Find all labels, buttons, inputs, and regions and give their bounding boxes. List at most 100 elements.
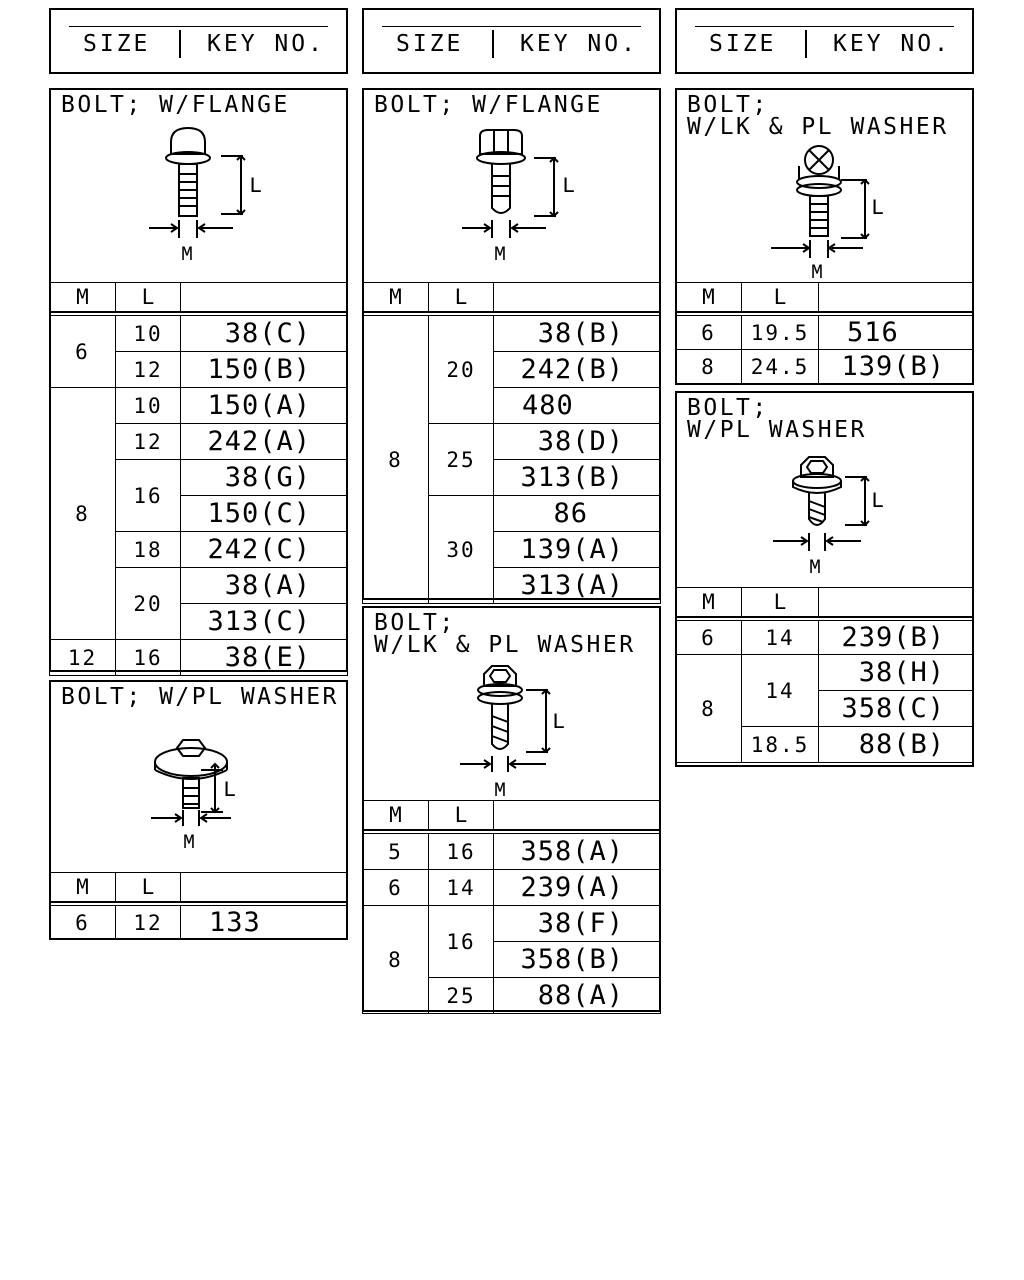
key-no-cell: 38(A) (180, 567, 348, 604)
key-no-cell: 38(G) (180, 459, 348, 496)
bolt-pl-washer-diagram: L M (151, 739, 236, 855)
table-row: 358(C) (676, 690, 974, 727)
m-cell: 6 (362, 869, 429, 906)
m-dim-label: M (183, 832, 195, 855)
key-no-cell: 313(A) (493, 567, 661, 604)
key-no-cell: 38(F) (493, 905, 661, 942)
key-no-header: KEY NO. (833, 31, 951, 57)
l-cell: 16 (428, 905, 494, 978)
m-col-header: M (675, 587, 742, 617)
m-col-header: M (49, 282, 116, 312)
l-cell: 16 (115, 639, 181, 676)
l-cell: 20 (115, 567, 181, 640)
key-no-cell: 38(E) (180, 639, 348, 676)
key-no-header: KEY NO. (207, 31, 325, 57)
m-col-header: M (49, 872, 116, 902)
header-divider (492, 30, 494, 58)
key-no-cell: 242(B) (493, 351, 661, 388)
table-row: 313(A) (363, 567, 661, 604)
header-row: SIZE KEY NO. (69, 26, 328, 61)
m-col-header: M (362, 800, 429, 830)
l-col-header: L (428, 282, 494, 312)
m-cell: 6 (49, 315, 116, 388)
key-no-cell: 358(B) (493, 941, 661, 978)
header-box-2: SIZE KEY NO. (362, 8, 661, 74)
l-cell: 24.5 (741, 349, 819, 384)
l-dim-label: L (871, 489, 884, 514)
bolt-lk-pl-washer-diagram: L M (460, 665, 565, 803)
m-cell: 6 (49, 905, 116, 940)
l-cell: 16 (428, 833, 494, 870)
l-col-header: L (741, 282, 819, 312)
m-cell: 12 (49, 639, 116, 676)
size-header: SIZE (83, 31, 151, 57)
l-cell: 10 (115, 315, 181, 352)
key-no-cell: 242(C) (180, 531, 348, 568)
l-col-header: L (115, 282, 181, 312)
key-no-cell: 358(A) (493, 833, 661, 870)
header-divider (805, 30, 807, 58)
l-cell: 12 (115, 905, 181, 940)
m-cell: 8 (675, 654, 742, 763)
key-no-cell: 239(B) (818, 620, 974, 655)
l-cell: 12 (115, 351, 181, 388)
l-dim-label: L (552, 710, 565, 735)
header-row: SIZE KEY NO. (382, 26, 641, 61)
key-no-cell: 150(A) (180, 387, 348, 424)
bolt-lk-pl-washer-diagram: L M (771, 145, 884, 284)
l-cell: 16 (115, 459, 181, 532)
l-cell: 30 (428, 495, 494, 604)
header-row: SIZE KEY NO. (695, 26, 954, 61)
l-dim-label: L (871, 196, 884, 221)
section-title: BOLT; W/LK & PL WASHER (687, 92, 949, 140)
key-no-cell: 242(A) (180, 423, 348, 460)
section-title: BOLT; W/PL WASHER (687, 395, 867, 443)
m-cell: 6 (675, 620, 742, 655)
l-cell: 10 (115, 387, 181, 424)
key-no-cell: 313(C) (180, 603, 348, 640)
l-cell: 14 (428, 869, 494, 906)
m-cell: 8 (362, 315, 429, 604)
key-no-cell: 313(B) (493, 459, 661, 496)
m-dim-label: M (494, 780, 506, 803)
section-title: BOLT; W/FLANGE (374, 92, 603, 118)
m-dim-label: M (494, 244, 506, 267)
size-header: SIZE (709, 31, 777, 57)
section-title: BOLT; W/FLANGE (61, 92, 290, 118)
key-no-cell: 88(A) (493, 977, 661, 1014)
m-cell: 8 (675, 349, 742, 384)
m-cell: 8 (49, 387, 116, 640)
key-no-cell: 150(B) (180, 351, 348, 388)
l-cell: 25 (428, 423, 494, 496)
bolt-flange-diagram: L M (149, 126, 262, 267)
bolt-flange-diagram: L M (462, 129, 575, 267)
key-no-cell: 133 (180, 905, 348, 940)
